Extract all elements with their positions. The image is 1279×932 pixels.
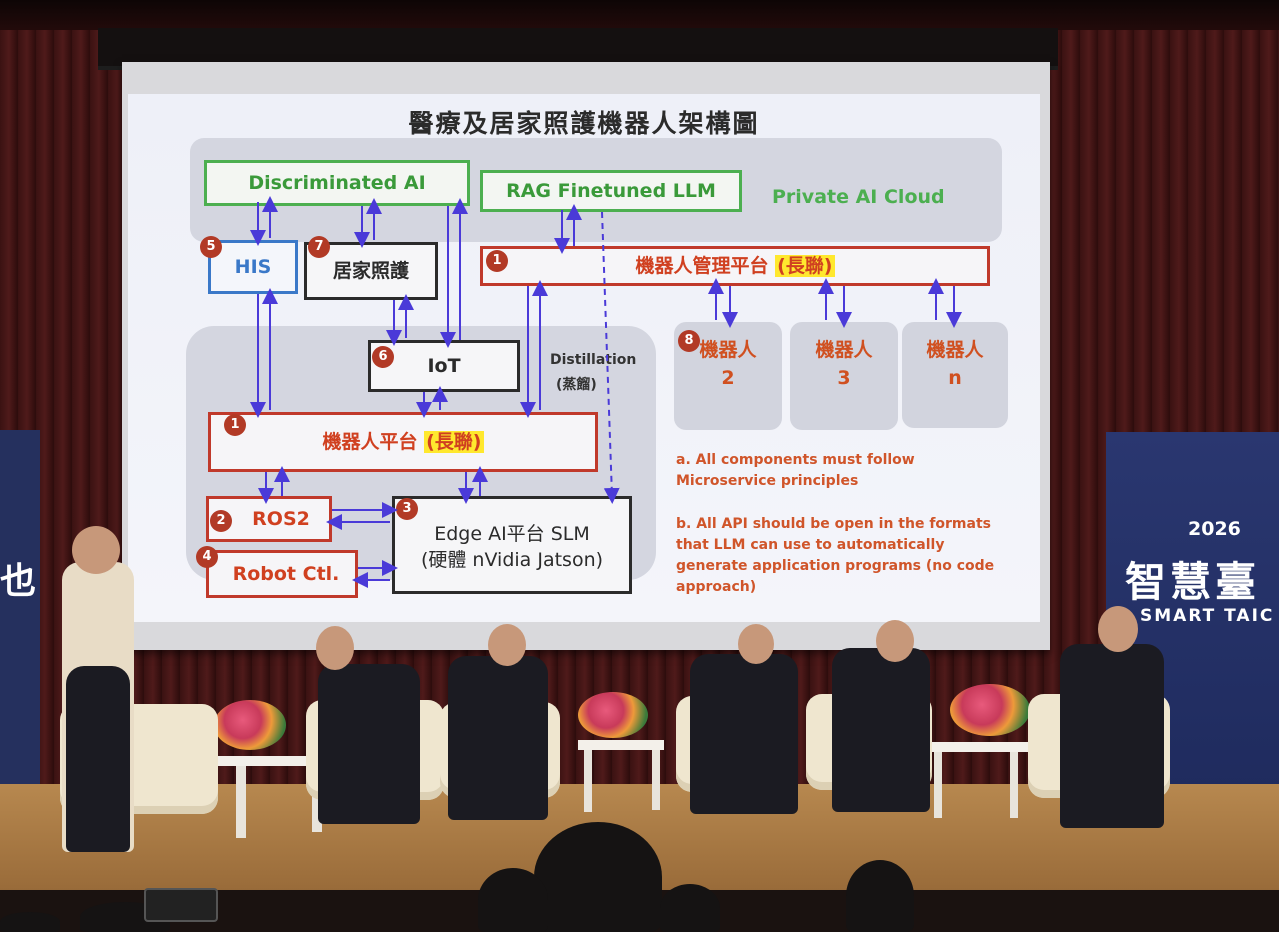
edge-ai-box: Edge AI平台 SLM (硬體 nVidia Jatson) [392, 496, 632, 594]
note-b-line: that LLM can use to automatically [676, 537, 945, 553]
audience-head [478, 868, 548, 932]
private-cloud-label: Private AI Cloud [772, 186, 945, 208]
robot-label: 機器人 [926, 339, 984, 361]
note-b-line: b. All API should be open in the formats [676, 516, 991, 532]
robot-platform-box: 機器人平台 (長聯) [208, 412, 598, 472]
panelist [690, 654, 798, 814]
robot-management-tag: (長聯) [775, 255, 835, 277]
robot-id: n [948, 367, 962, 389]
edge-ai-line2: (硬體 nVidia Jatson) [420, 549, 604, 571]
architecture-slide: 醫療及居家照護機器人架構圖 Discriminated AI RAG Finet… [128, 94, 1040, 622]
flower-arrangement [214, 700, 286, 750]
badge-home-care: 7 [308, 236, 330, 258]
audience-head [846, 860, 914, 932]
table-leg [584, 750, 592, 812]
note-b: b. All API should be open in the formats… [676, 514, 1032, 598]
panelist-head [1098, 606, 1138, 652]
panelist-head [738, 624, 774, 664]
rag-llm-box: RAG Finetuned LLM [480, 170, 742, 212]
robot-platform-label: 機器人平台 [322, 431, 418, 453]
note-b-line: approach) [676, 579, 757, 595]
table-leg [652, 750, 660, 810]
badge-robot-platform: 1 [224, 414, 246, 436]
distillation-zh-label: (蒸餾) [556, 377, 597, 393]
banner-year: 2026 [1188, 518, 1241, 540]
badge-ros2: 2 [210, 510, 232, 532]
robot-platform-tag: (長聯) [424, 431, 484, 453]
panelist [1060, 644, 1164, 828]
speaker-trousers [66, 666, 130, 852]
robot-box-3: 機器人 3 [790, 322, 898, 430]
left-banner [0, 430, 40, 810]
speaker-head [72, 526, 120, 574]
home-care-box: 居家照護 [304, 242, 438, 300]
robot-management-label: 機器人管理平台 [635, 255, 769, 277]
badge-robot-management: 1 [486, 250, 508, 272]
slide-title: 醫療及居家照護機器人架構圖 [408, 109, 760, 138]
banner-subtitle: SMART TAIC [1140, 606, 1275, 626]
robot-id: 2 [721, 367, 735, 389]
audience-head [534, 822, 662, 932]
note-a-line: Microservice principles [676, 473, 859, 489]
phone-camera [144, 888, 218, 922]
table-leg [236, 766, 246, 838]
edge-ai-line1: Edge AI平台 SLM [434, 523, 590, 545]
panelist [318, 664, 420, 824]
robot-label: 機器人 [699, 339, 757, 361]
left-banner-text: 也 [0, 561, 37, 602]
flower-arrangement [950, 684, 1030, 736]
side-table [578, 740, 664, 750]
badge-iot: 6 [372, 346, 394, 368]
arrow [601, 211, 620, 504]
note-a-line: a. All components must follow [676, 452, 915, 468]
audience-head [660, 884, 720, 932]
panelist-head [488, 624, 526, 666]
table-leg [1010, 752, 1018, 818]
robot-label: 機器人 [815, 339, 873, 361]
discriminated-ai-box: Discriminated AI [204, 160, 470, 206]
table-leg [934, 752, 942, 818]
side-table [928, 742, 1032, 752]
panelist-head [316, 626, 354, 670]
banner-title: 智慧臺 [1125, 558, 1260, 606]
badge-edge-ai: 3 [396, 498, 418, 520]
connection-arrows [250, 196, 962, 588]
badge-robot-ctl: 4 [196, 546, 218, 568]
audience-head [0, 912, 60, 932]
robot-id: 3 [837, 367, 851, 389]
badge-robots: 8 [678, 330, 700, 352]
flower-arrangement [578, 692, 648, 738]
badge-his: 5 [200, 236, 222, 258]
panelist [832, 648, 930, 812]
panelist [448, 656, 548, 820]
robot-management-box: 機器人管理平台 (長聯) [480, 246, 990, 286]
distillation-label: Distillation [550, 352, 637, 368]
side-table [216, 756, 326, 766]
note-a: a. All components must follow Microservi… [676, 450, 1026, 492]
note-b-line: generate application programs (no code [676, 558, 995, 574]
panelist-head [876, 620, 914, 662]
robot-box-n: 機器人 n [902, 322, 1008, 428]
